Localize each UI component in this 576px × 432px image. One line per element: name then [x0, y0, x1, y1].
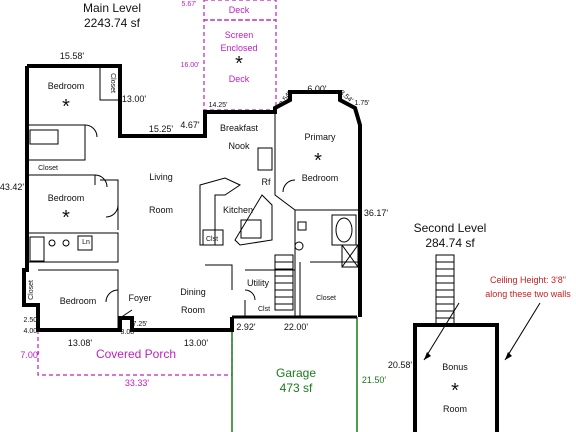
- closet-label: Clst: [258, 306, 270, 313]
- bedroom-label: Bedroom: [60, 296, 97, 306]
- dimension-label: 43.42': [0, 182, 24, 192]
- bonus-room-outline: [413, 254, 541, 432]
- dining-room-label-line2: Room: [181, 305, 205, 315]
- dimension-label: 7.25': [133, 321, 148, 328]
- linen-label: Ln: [82, 239, 90, 246]
- stairs-main: [274, 254, 294, 311]
- primary-bedroom-label-line2: Bedroom: [302, 173, 339, 183]
- kitchen-label: Kitchen: [223, 205, 253, 215]
- breakfast-nook-label-line1: Breakfast: [220, 123, 259, 133]
- dimension-label: 21.50': [362, 375, 387, 385]
- covered-porch-label: Covered Porch: [96, 347, 176, 361]
- breakfast-nook-label-line2: Nook: [228, 141, 250, 151]
- dimension-label: 15.25': [149, 124, 174, 134]
- foyer-label: Foyer: [128, 293, 151, 303]
- bath-fixtures: [29, 129, 359, 268]
- garage-area: 473 sf: [280, 381, 313, 395]
- living-room-label-line2: Room: [149, 205, 173, 215]
- garage-title: Garage: [276, 366, 316, 380]
- dimension-label: 2.92': [236, 322, 256, 332]
- room-star-markers: * * * * *: [62, 53, 459, 402]
- dimension-label: 33.33': [125, 378, 150, 388]
- door-swings: [84, 124, 296, 319]
- dimension-label: 2.50': [24, 317, 39, 324]
- second-level-area: 284.74 sf: [425, 236, 475, 250]
- star-icon: *: [314, 150, 322, 172]
- dimension-label: 22.00': [284, 322, 309, 332]
- dimension-label: 1.75': [355, 100, 370, 107]
- dimension-label: 20.58': [388, 360, 413, 370]
- dimension-label: 13.00': [184, 338, 209, 348]
- closet-label: Closet: [28, 280, 35, 300]
- closet-label: Closet: [38, 165, 58, 172]
- garage-outline: [231, 317, 358, 432]
- dining-room-label-line1: Dining: [180, 287, 206, 297]
- screen-deck-label-line3: Deck: [229, 74, 250, 84]
- star-icon: *: [62, 207, 70, 229]
- main-level-area: 2243.74 sf: [84, 16, 141, 30]
- deck-label: Deck: [229, 5, 250, 15]
- second-level-title: Second Level: [414, 221, 487, 235]
- closet-label: Closet: [316, 295, 336, 302]
- closet-label: Clst: [206, 236, 218, 243]
- star-icon: *: [235, 53, 243, 75]
- dimension-label: 14.25': [209, 102, 228, 109]
- bonus-room-label-line1: Bonus: [442, 362, 468, 372]
- bonus-room-label-line2: Room: [443, 404, 467, 414]
- dimension-label: 7.00': [20, 350, 40, 360]
- dimension-label: 6.00': [307, 84, 327, 94]
- closet-label: Closet: [109, 73, 116, 93]
- utility-label: Utility: [247, 278, 269, 288]
- dimension-label: 16.00': [181, 62, 200, 69]
- screen-deck-label-line1: Screen: [225, 30, 254, 40]
- star-icon: *: [451, 380, 459, 402]
- star-icon: *: [62, 96, 70, 118]
- dimension-label: 15.58': [60, 51, 85, 61]
- exterior-walls: [22, 64, 362, 332]
- bedroom-label: Bedroom: [48, 193, 85, 203]
- dimension-label: 4.00': [24, 328, 39, 335]
- screen-deck-label-line2: Enclosed: [220, 43, 257, 53]
- living-room-label-line1: Living: [149, 172, 173, 182]
- ceiling-height-note-line2: along these two walls: [485, 289, 571, 299]
- main-level-title: Main Level: [83, 1, 141, 15]
- dimension-label: 13.08': [68, 338, 93, 348]
- primary-bedroom-label-line1: Primary: [305, 132, 336, 142]
- bedroom-label: Bedroom: [48, 81, 85, 91]
- dimension-label: 13.00': [122, 94, 147, 104]
- dimension-label: 3.08': [121, 329, 136, 336]
- dimension-label: 4.67': [180, 120, 200, 130]
- dimension-label: 36.17': [364, 208, 389, 218]
- kitchen-counters: [199, 147, 273, 246]
- refrigerator-label: Rf: [262, 177, 271, 187]
- ceiling-height-note-line1: Ceiling Height: 3'8": [490, 275, 566, 285]
- interior-walls: [27, 66, 360, 330]
- dimension-label: 5.67': [182, 1, 197, 8]
